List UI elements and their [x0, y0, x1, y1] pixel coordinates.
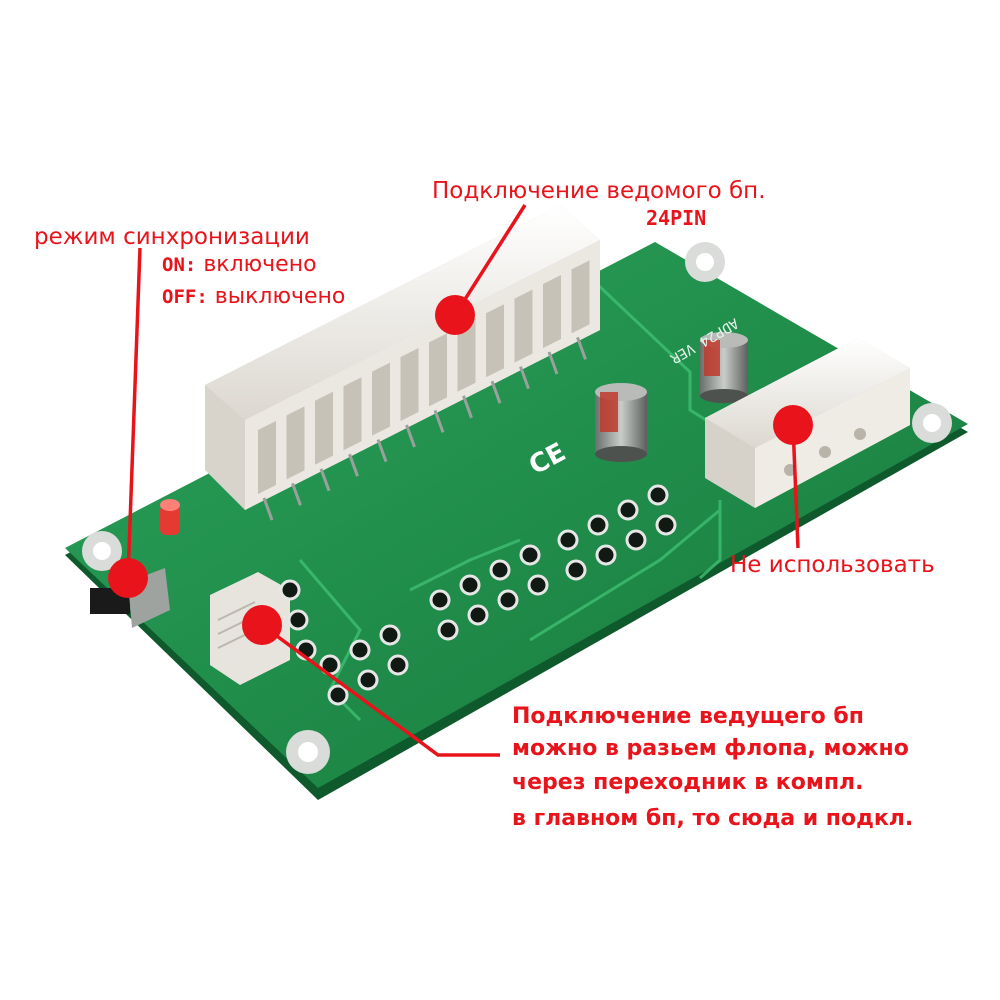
mounting-hole-top — [685, 242, 725, 282]
atx-24pin-connector — [205, 205, 600, 521]
solder-pad — [527, 574, 549, 596]
label-24pin: 24PIN — [646, 206, 707, 230]
label-master-psu-2: можно в разьем флопа, можно — [512, 736, 909, 761]
connector-slot — [400, 348, 419, 421]
connector-slot — [457, 318, 476, 392]
solder-pad — [565, 559, 587, 581]
mounting-hole-right — [912, 403, 952, 443]
solder-pad — [519, 544, 541, 566]
connector-leg — [262, 497, 274, 521]
solder-pad — [379, 624, 401, 646]
solder-pad — [617, 499, 639, 521]
connector-slot — [543, 275, 561, 348]
solder-pad — [467, 604, 489, 626]
solder-pad — [279, 579, 301, 601]
connector-slot — [372, 362, 390, 436]
solder-pad — [655, 514, 677, 536]
mounting-hole-bottom — [286, 730, 330, 774]
solder-pad — [489, 559, 511, 581]
label-master-psu-3: через переходник в компл. — [512, 770, 864, 795]
connector-slot — [571, 260, 590, 334]
solder-pad — [459, 574, 481, 596]
connector-slot — [486, 304, 504, 378]
annotation-leaders — [126, 204, 800, 757]
connector-leg — [519, 366, 530, 390]
connector-legs — [262, 336, 587, 521]
label-sync-on: ON: включено — [162, 252, 317, 277]
solder-pad — [437, 619, 459, 641]
solder-pad — [357, 669, 379, 691]
connector-leg — [490, 380, 502, 404]
connector-leg — [291, 482, 302, 506]
label-master-psu-1: Подключение ведущего бп — [512, 704, 864, 729]
label-master-psu-4: в главном бп, то сюда и подкл. — [512, 806, 914, 831]
pad-grids — [279, 484, 677, 706]
solder-pad — [595, 544, 617, 566]
solder-pad — [625, 529, 647, 551]
label-sync-off: OFF: выключено — [162, 284, 345, 309]
label-sync-mode: режим синхронизации — [34, 224, 310, 250]
connector-leg — [319, 468, 331, 492]
solder-pad — [647, 484, 669, 506]
connector-leg — [348, 453, 359, 477]
capacitor-right — [700, 332, 748, 403]
connector-slot — [514, 289, 533, 363]
solder-pad — [327, 684, 349, 706]
label-off-key: OFF: — [162, 286, 208, 308]
solder-pad — [557, 529, 579, 551]
connector-leg — [433, 409, 445, 433]
led — [160, 499, 180, 535]
connector-slot — [286, 406, 305, 480]
solder-pad — [387, 654, 409, 676]
solder-pad — [349, 639, 371, 661]
annotation-markers — [108, 295, 813, 645]
label-on-value: включено — [203, 252, 317, 277]
mounting-hole-left — [82, 531, 122, 571]
solder-pad — [429, 589, 451, 611]
label-slave-psu: Подключение ведомого бп. — [432, 178, 766, 204]
connector-leg — [547, 351, 559, 375]
solder-pad — [287, 609, 309, 631]
connector-leg — [405, 424, 416, 448]
label-on-key: ON: — [162, 254, 197, 276]
label-do-not-use: Не использовать — [730, 552, 935, 578]
pcb-traces — [298, 283, 736, 722]
connector-slot — [315, 391, 333, 465]
capacitor-left — [595, 383, 647, 462]
label-off-value: выключено — [214, 284, 346, 309]
connector-slot — [429, 333, 447, 407]
connector-leg — [576, 336, 587, 360]
connector-pin-slots — [258, 260, 590, 494]
connector-slot — [258, 421, 276, 494]
connector-leg — [462, 395, 473, 419]
solder-pad — [497, 589, 519, 611]
connector-slot — [343, 377, 362, 451]
connector-leg — [376, 439, 388, 463]
solder-pad — [587, 514, 609, 536]
